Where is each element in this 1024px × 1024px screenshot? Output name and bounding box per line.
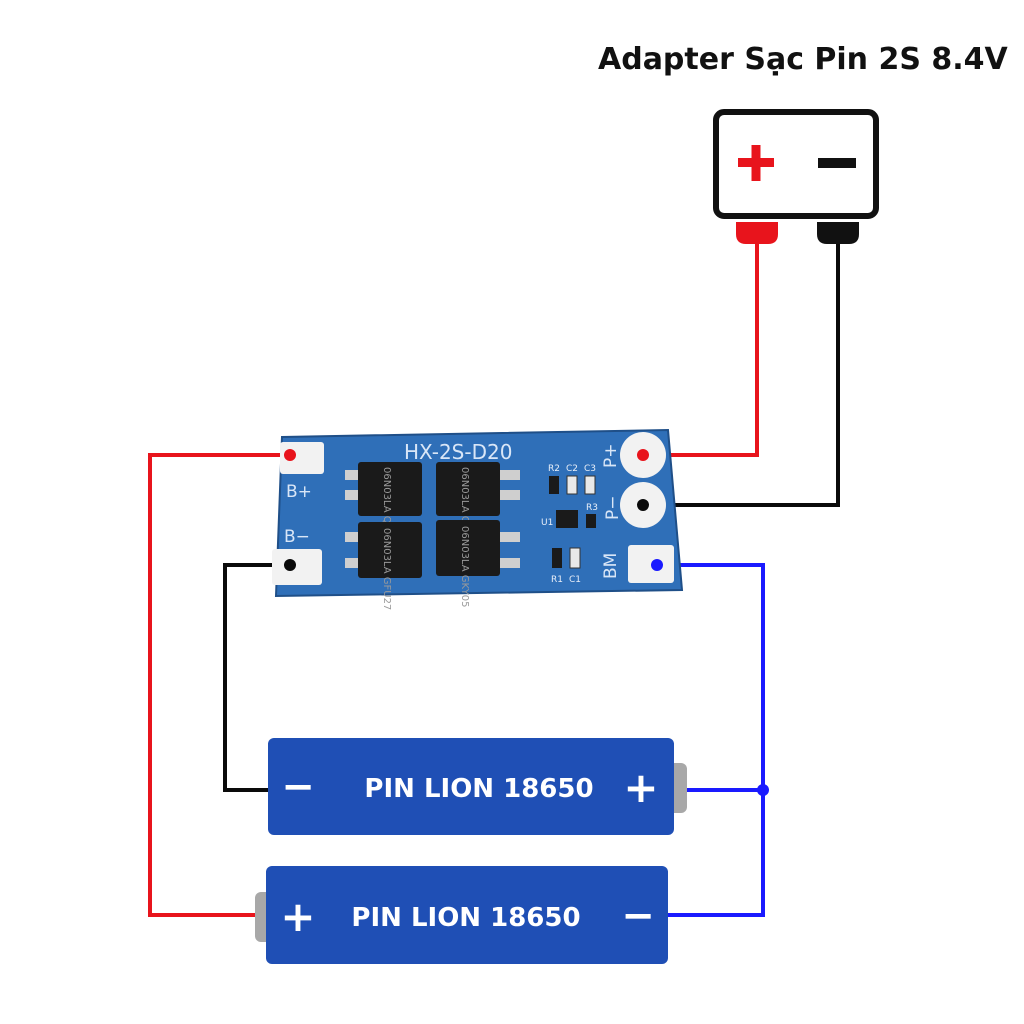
pad-b-minus bbox=[272, 549, 322, 585]
bms-board: HX-2S-D20 B+ B− P+ P− BM 06N03LA Q05G53 bbox=[272, 428, 684, 610]
svg-text:06N03LA Q05G53: 06N03LA Q05G53 bbox=[381, 467, 392, 557]
battery-2: + PIN LION 18650 − bbox=[255, 866, 668, 964]
battery-1-label: PIN LION 18650 bbox=[364, 774, 593, 804]
adapter-negative-plug bbox=[817, 222, 859, 244]
wire-b-minus bbox=[223, 563, 290, 792]
svg-text:C2: C2 bbox=[566, 464, 578, 474]
adapter-minus-sign bbox=[818, 158, 856, 168]
label-bm: BM bbox=[601, 553, 621, 579]
svg-text:R2: R2 bbox=[548, 464, 560, 474]
wire-adapter-positive bbox=[643, 240, 759, 457]
battery-1-minus-symbol: − bbox=[281, 764, 315, 810]
label-p-plus: P+ bbox=[601, 444, 621, 469]
svg-text:U1: U1 bbox=[541, 518, 553, 528]
wire-adapter-negative bbox=[643, 240, 840, 507]
svg-text:06N03LA GMM52: 06N03LA GMM52 bbox=[459, 467, 470, 553]
svg-text:06N03LA GKY05: 06N03LA GKY05 bbox=[459, 526, 470, 608]
mosfet-4: 06N03LA GKY05 bbox=[436, 520, 520, 608]
mosfet-2: 06N03LA GMM52 bbox=[436, 462, 520, 553]
svg-text:C3: C3 bbox=[584, 464, 596, 474]
label-p-minus: P− bbox=[603, 496, 623, 521]
battery-2-plus-symbol: + bbox=[280, 892, 315, 941]
wires bbox=[148, 240, 840, 917]
smd-components: R2 C2 C3 R3 U1 R1 C1 bbox=[541, 464, 598, 585]
svg-text:C1: C1 bbox=[569, 575, 581, 585]
diagram-title: Adapter Sạc Pin 2S 8.4V bbox=[598, 42, 1008, 77]
adapter-positive-plug bbox=[736, 222, 778, 244]
battery-2-minus-symbol: − bbox=[621, 893, 655, 939]
battery-1-plus-symbol: + bbox=[623, 763, 658, 812]
battery-1: − PIN LION 18650 + bbox=[268, 738, 687, 835]
pad-bm bbox=[628, 545, 674, 583]
charging-adapter bbox=[713, 109, 879, 244]
board-model-label: HX-2S-D20 bbox=[404, 440, 512, 464]
wire-junction bbox=[757, 784, 769, 796]
wire-b-plus bbox=[148, 453, 290, 917]
svg-text:R3: R3 bbox=[586, 503, 598, 513]
battery-2-label: PIN LION 18650 bbox=[351, 903, 580, 933]
label-b-plus: B+ bbox=[286, 482, 312, 502]
svg-text:06N03LA GFU27: 06N03LA GFU27 bbox=[381, 528, 392, 610]
wire-bm bbox=[657, 563, 765, 917]
adapter-plus-sign-v bbox=[751, 145, 761, 181]
mosfet-3: 06N03LA GFU27 bbox=[345, 522, 422, 610]
svg-text:R1: R1 bbox=[551, 575, 563, 585]
label-b-minus: B− bbox=[284, 527, 310, 547]
mosfet-1: 06N03LA Q05G53 bbox=[345, 462, 422, 557]
